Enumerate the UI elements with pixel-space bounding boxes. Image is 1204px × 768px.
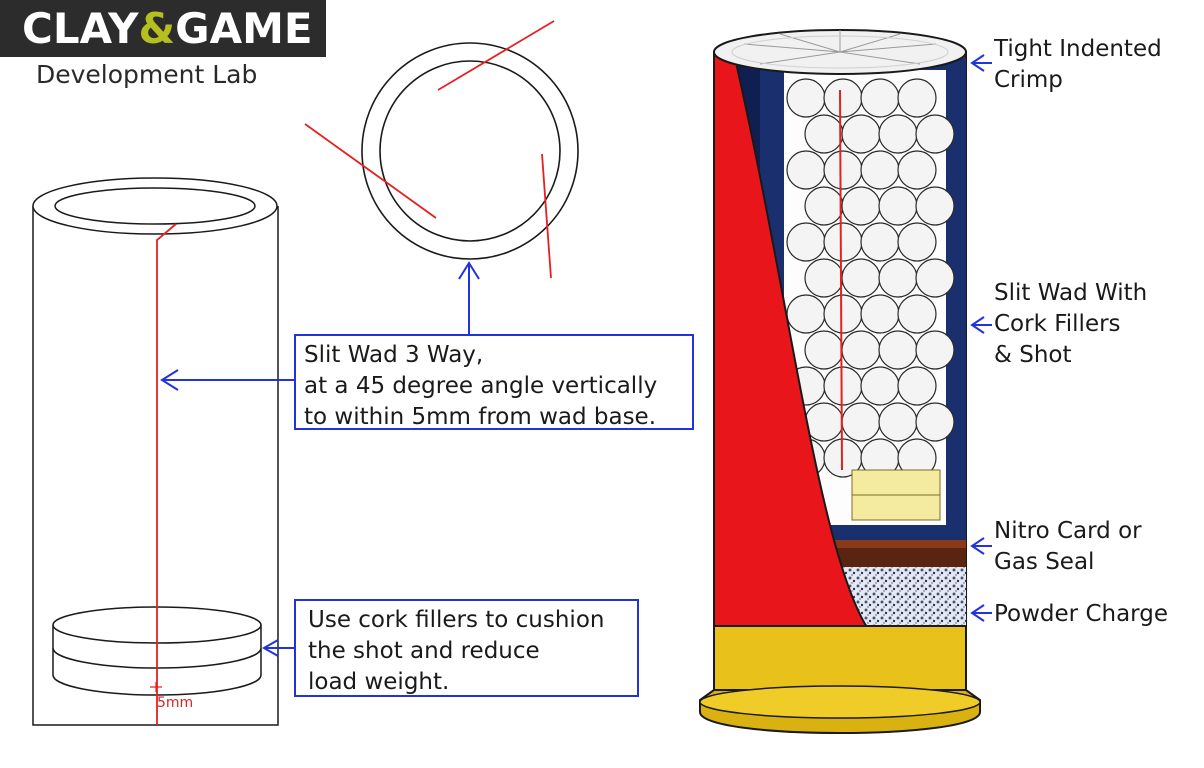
shot-pellet [841,114,881,154]
shot-pellet [823,294,863,334]
shot-pellet [915,330,955,370]
shot-pellet [804,330,844,370]
note-slit-wad: Slit Wad 3 Way, at a 45 degree angle ver… [294,334,694,430]
slit-line-1 [437,20,555,91]
shot-pellet [786,222,826,262]
label-line: Powder Charge [994,601,1168,627]
slit-line-2 [304,123,437,219]
shot-pellet [786,78,826,118]
shot-pellet [878,186,918,226]
shot-pellet [841,186,881,226]
note-line: Slit Wad 3 Way, [304,342,484,368]
note-line: Use cork fillers to cushion [308,607,605,633]
shot-pellet [786,150,826,190]
shot-pellet [860,150,900,190]
note-line: to within 5mm from wad base. [304,404,657,430]
label-line: Slit Wad With [994,280,1148,306]
shot-pellet [915,114,955,154]
wad-top-view [304,20,579,279]
shot-pellet [804,114,844,154]
logo-text-game: GAME [175,4,313,53]
label-slit-wad: Slit Wad With Cork Fillers & Shot [994,278,1147,371]
shot-pellet [915,186,955,226]
shot-pellet [860,78,900,118]
cartridge-cutaway [699,29,981,734]
shot-pellet [897,366,937,406]
label-crimp: Tight Indented Crimp [994,34,1162,96]
shot-pellet [860,222,900,262]
shot-pellet [841,330,881,370]
shot-pellet [860,294,900,334]
shot-pellet [804,186,844,226]
shot-pellet [786,294,826,334]
shot-pellet [804,258,844,298]
lead-shot [786,78,955,478]
brass-head [713,625,967,691]
shot-pellet [823,150,863,190]
shot-pellet [878,402,918,442]
annotation-arrows-left [160,261,480,657]
label-line: Gas Seal [994,549,1095,575]
shot-pellet [878,330,918,370]
shot-pellet [897,294,937,334]
shot-pellet [915,258,955,298]
shot-pellet [823,78,863,118]
label-nitro-card: Nitro Card or Gas Seal [994,516,1142,578]
label-line: Nitro Card or [994,518,1142,544]
logo-ampersand: & [138,4,176,53]
dimension-label: 5mm [157,695,194,711]
shot-pellet [897,150,937,190]
brand-logo: CLAY&GAME [0,0,326,57]
shot-pellet [823,366,863,406]
slit-line-3 [541,153,552,279]
shot-pellet [860,366,900,406]
shot-pellet [823,222,863,262]
label-line: & Shot [994,342,1072,368]
shot-pellet [878,114,918,154]
wad-side-view [32,177,279,726]
label-line: Tight Indented [994,36,1162,62]
shot-pellet [841,402,881,442]
shot-pellet [878,258,918,298]
shot-pellet [897,222,937,262]
shot-pellet [841,258,881,298]
shot-pellet [897,78,937,118]
lab-subtitle: Development Lab [36,60,258,89]
slit-cut-line [156,223,177,725]
annotation-arrows-right [970,54,992,622]
note-line: load weight. [308,669,450,695]
logo-text-clay: CLAY [22,4,139,53]
note-line: the shot and reduce [308,638,540,664]
label-line: Cork Fillers [994,311,1121,337]
label-powder-charge: Powder Charge [994,599,1168,630]
shot-pellet [915,402,955,442]
note-cork-fillers: Use cork fillers to cushion the shot and… [294,599,639,697]
note-line: at a 45 degree angle vertically [304,373,658,399]
label-line: Crimp [994,67,1063,93]
crimp-folds [743,30,937,65]
